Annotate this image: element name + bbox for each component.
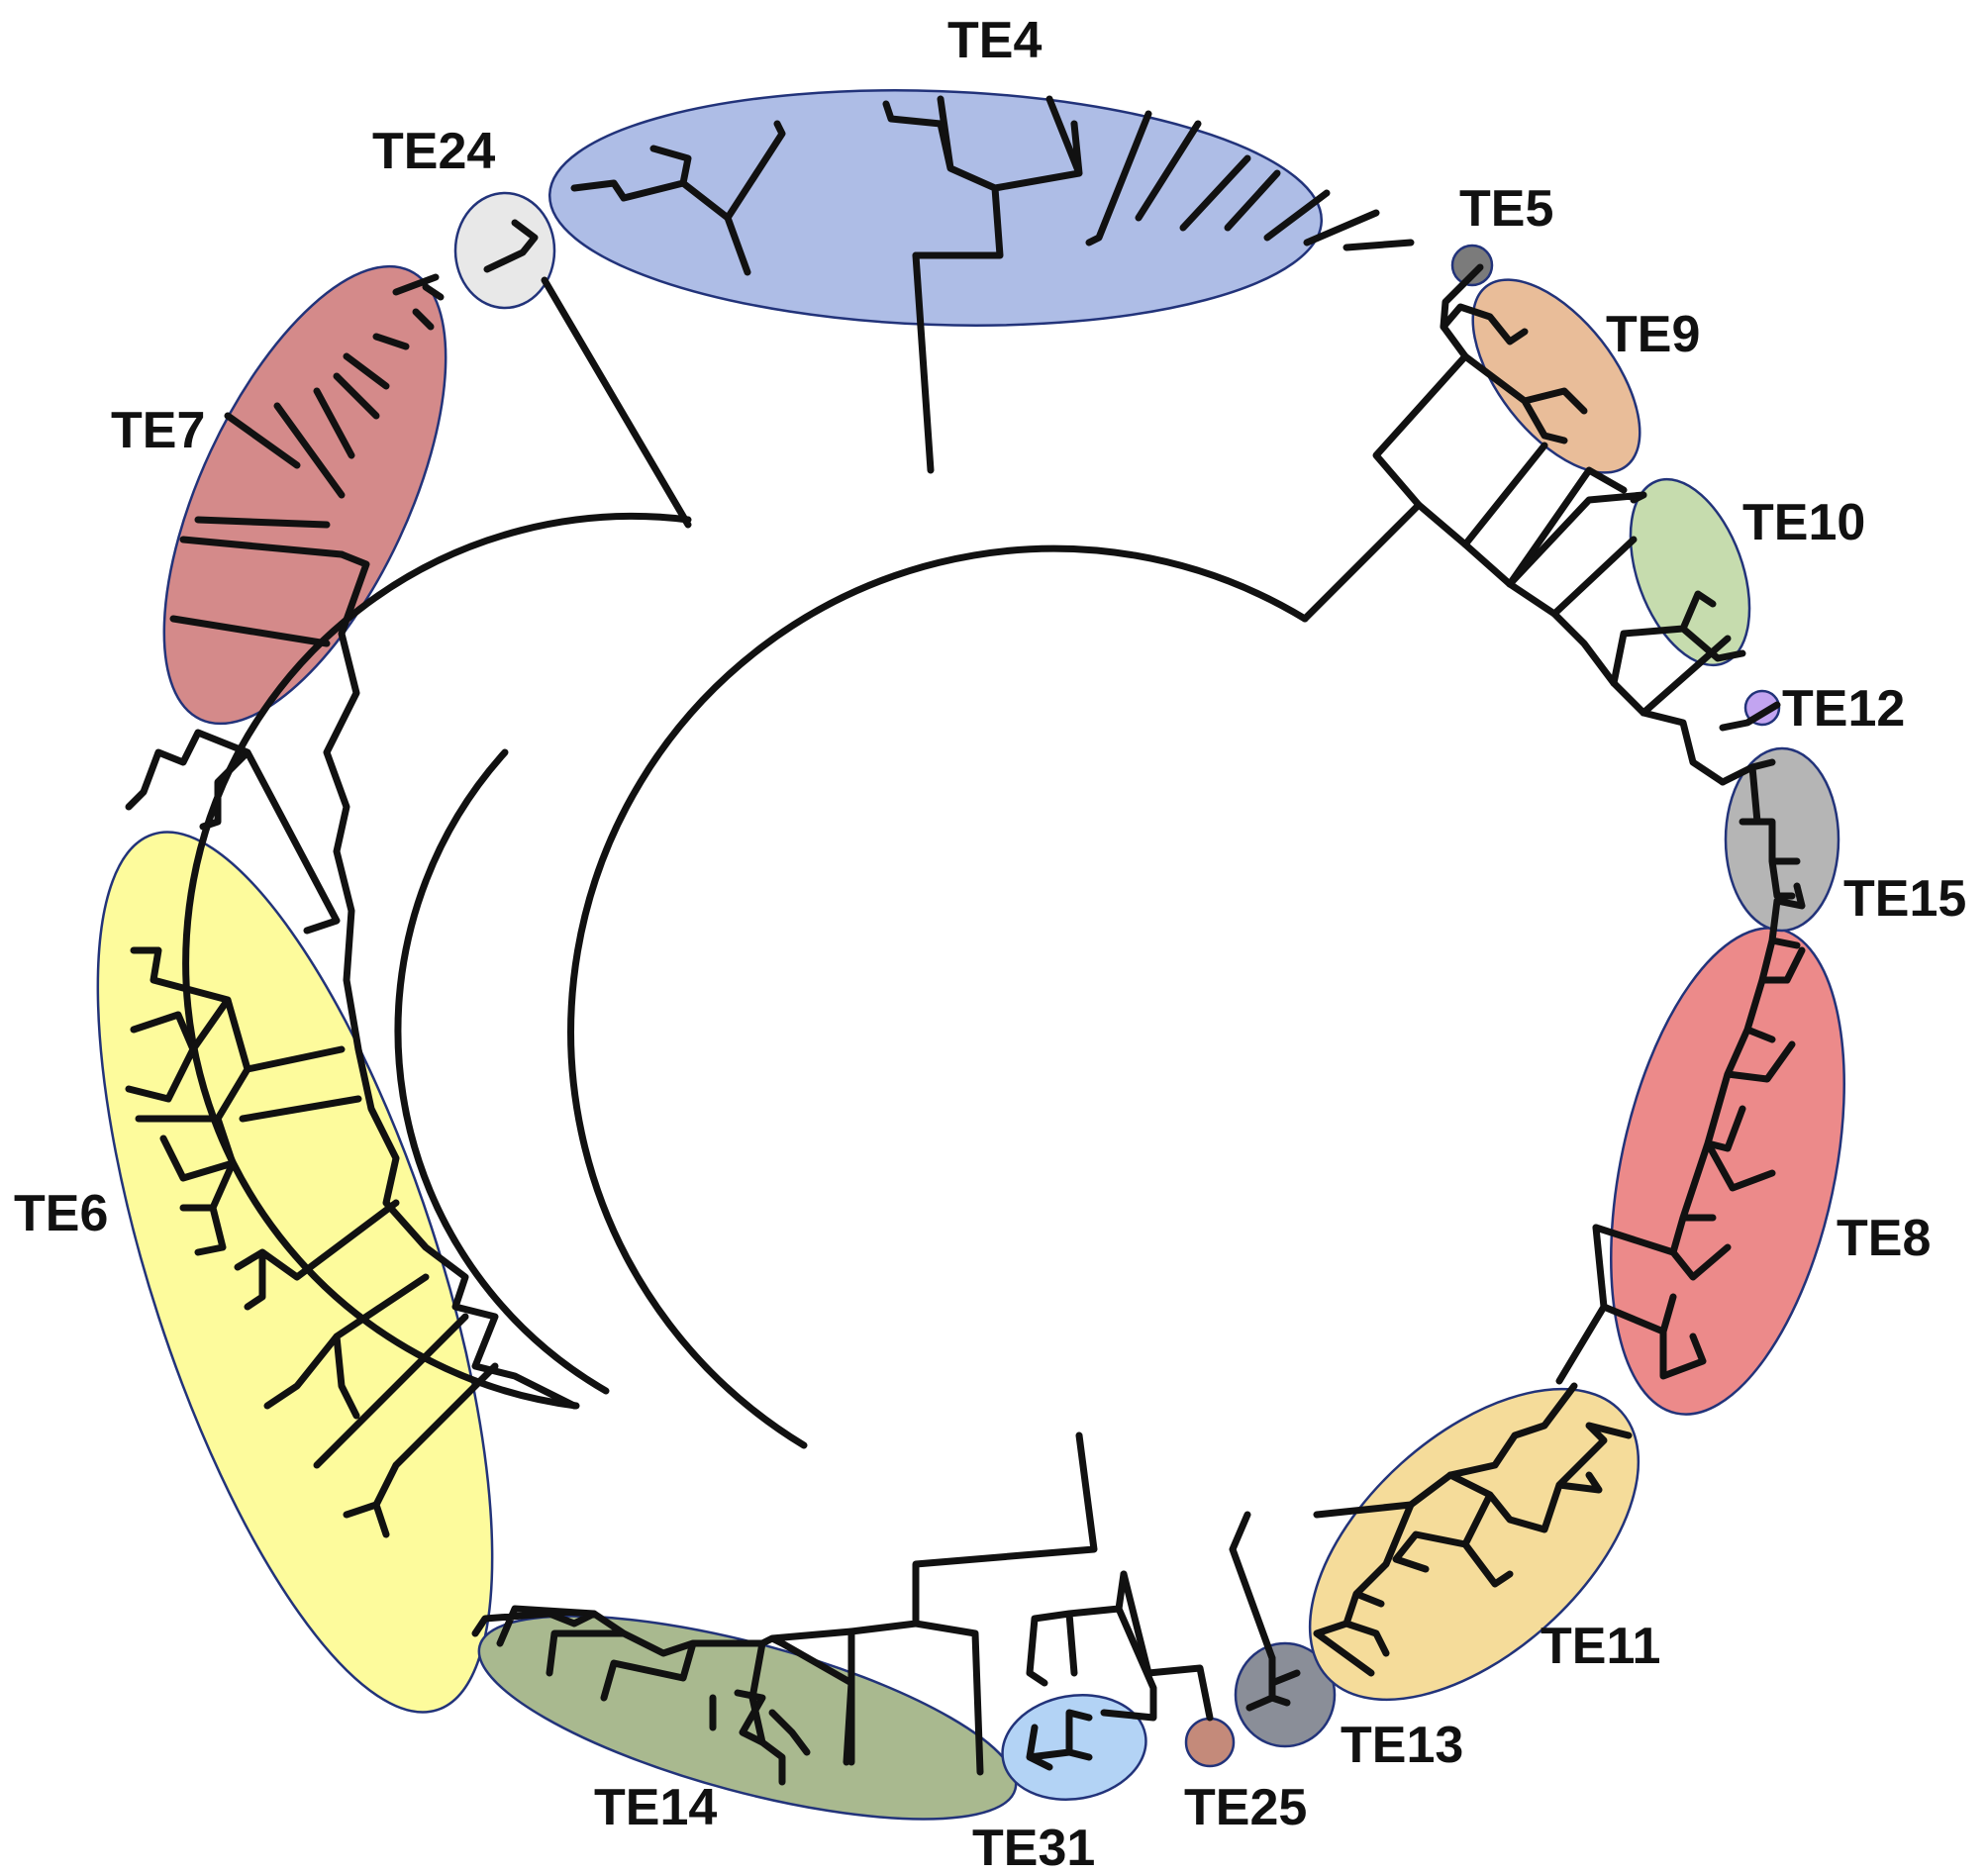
te10-branches: [1506, 491, 1746, 717]
label-te31: TE31: [972, 1820, 1095, 1875]
clade-te4-shade: [547, 89, 1324, 327]
te31-branches: [1026, 1570, 1157, 1771]
backbone-arc-outer: [567, 544, 1309, 1449]
label-te8: TE8: [1837, 1210, 1931, 1267]
stem-te25: [1120, 1570, 1214, 1722]
te12-branches: [1719, 701, 1781, 732]
clade-te7-shade: [162, 264, 447, 726]
label-te9: TE9: [1606, 306, 1700, 363]
te8-branches: [1592, 882, 1806, 1380]
label-te6: TE6: [14, 1185, 108, 1242]
label-te11: TE11: [1541, 1618, 1660, 1675]
label-te7: TE7: [111, 402, 205, 459]
label-te15: TE15: [1843, 870, 1966, 928]
clade-te8-shade: [1610, 927, 1845, 1416]
clade-te31-shade: [1001, 1693, 1147, 1802]
clade-te11-shade: [1308, 1387, 1640, 1702]
clade-te13-shade: [1234, 1641, 1337, 1748]
label-te4: TE4: [947, 12, 1042, 69]
clade-te25-shade: [1184, 1717, 1236, 1768]
stem-right-upper: [1301, 323, 1469, 623]
stem-te4: [912, 251, 935, 474]
te24-branches: [483, 219, 539, 273]
te5-branches: [1440, 263, 1484, 331]
ladder-left: [323, 550, 578, 1410]
backbone-arc-inner: [181, 512, 692, 1410]
clade-labels: TE4 TE24 TE7 TE6 TE14 TE31 TE25 TE13 TE1…: [14, 12, 1966, 1875]
te6-branches: [125, 729, 499, 1538]
clade-te5-shade: [1450, 244, 1494, 287]
tree-branches: [125, 95, 1806, 1786]
label-te5: TE5: [1459, 180, 1553, 238]
clade-te24-shade: [453, 191, 556, 310]
stem-te24: [541, 276, 692, 529]
te4-branches: [570, 95, 1415, 276]
label-te10: TE10: [1742, 494, 1865, 551]
te9-branches: [1440, 303, 1628, 588]
te13-branches: [1245, 1654, 1301, 1712]
clade-te9-shade: [1471, 278, 1641, 474]
te14-branches: [471, 1605, 984, 1786]
stem-te13: [1229, 1511, 1276, 1662]
te15-branches: [1719, 758, 1801, 900]
label-te25: TE25: [1184, 1779, 1307, 1836]
label-te14: TE14: [594, 1779, 717, 1836]
label-te12: TE12: [1782, 680, 1905, 738]
label-te24: TE24: [372, 123, 495, 180]
backbone-arc-inner2: [394, 748, 610, 1395]
clade-te10-shade: [1629, 477, 1751, 667]
te11-branches: [1313, 1422, 1633, 1677]
ladder-right: [1415, 501, 1727, 786]
stem-right-lower: [1555, 1224, 1608, 1385]
clade-shading-layer: [96, 89, 1845, 1821]
te7-branches: [169, 273, 445, 647]
label-te13: TE13: [1341, 1717, 1463, 1774]
stem-te14: [847, 1431, 1098, 1635]
